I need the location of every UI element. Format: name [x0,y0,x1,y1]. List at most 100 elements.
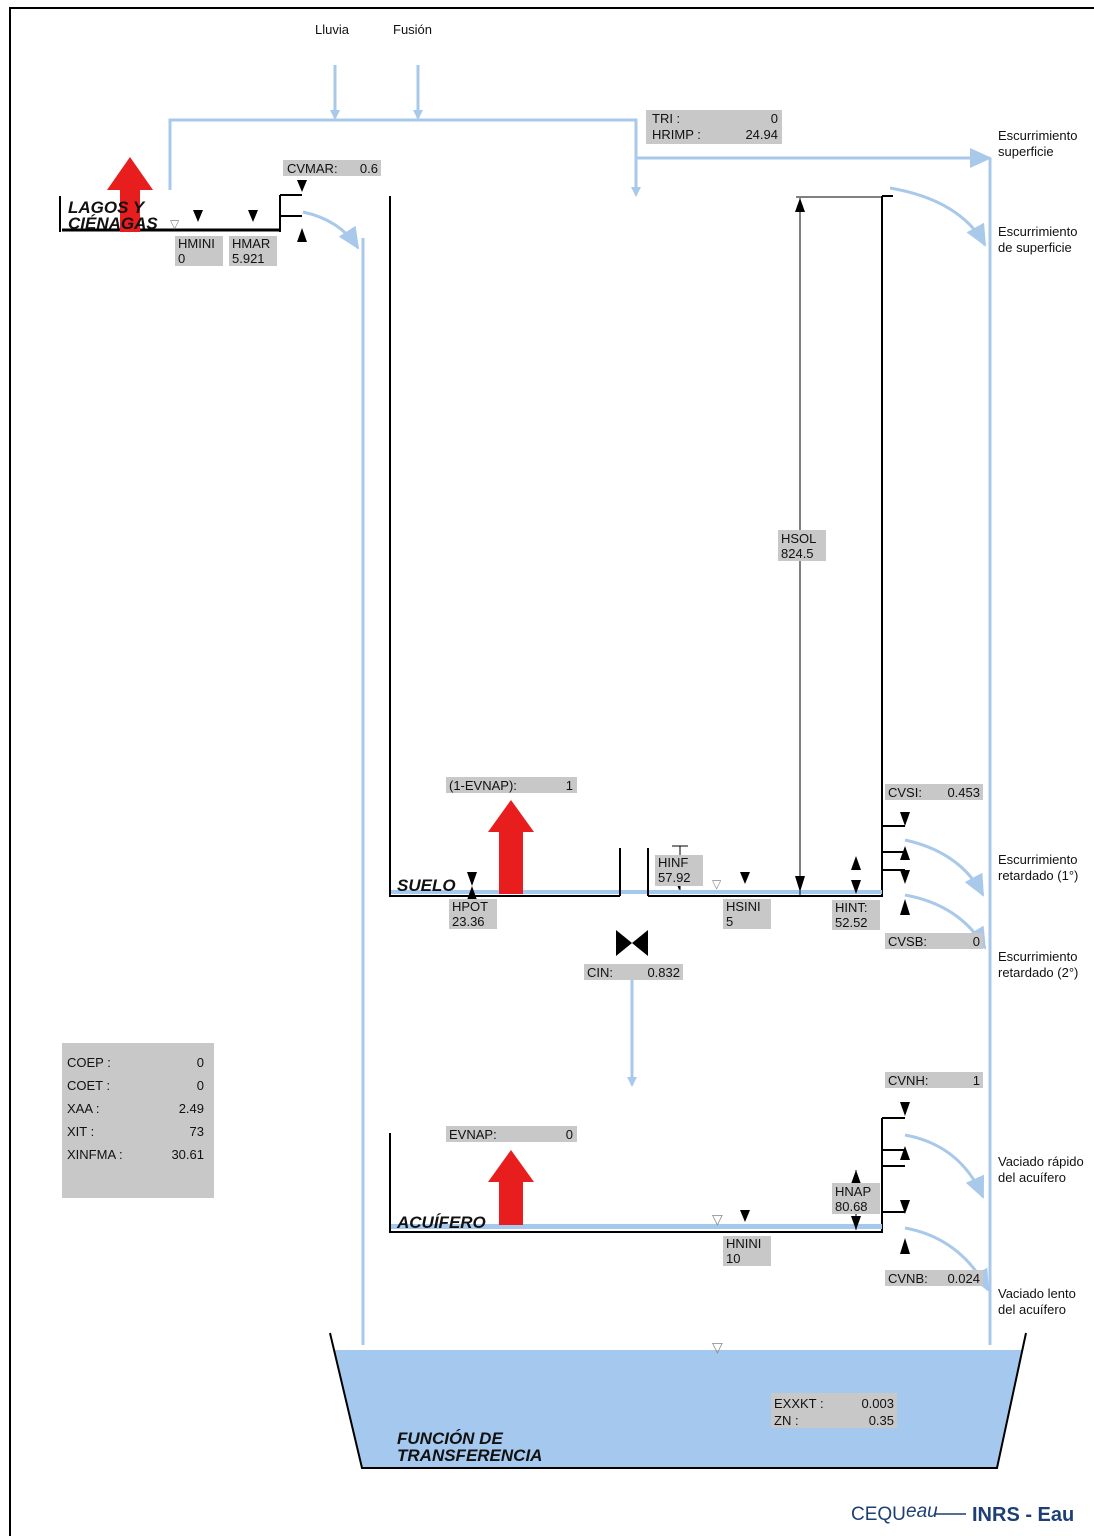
transfer-label-2: TRANSFERENCIA [397,1446,542,1465]
coef-label: XIT : [67,1124,94,1139]
cequeau-logo: CEQU eau INRS - Eau [851,1501,1074,1526]
svg-text:HINF: HINF [658,855,688,870]
svg-text:57.92: 57.92 [658,870,691,885]
out-delayed-1-a: Escurrimiento [998,852,1077,867]
svg-text:1: 1 [973,1073,980,1088]
svg-text:80.68: 80.68 [835,1199,868,1214]
svg-text:0.003: 0.003 [861,1396,894,1411]
out-delayed-2-b: retardado (2°) [998,965,1078,980]
hsol-box: HSOL 824.5 [778,530,826,561]
coef-value: 0 [197,1055,204,1070]
cin-valve [616,930,648,956]
lakes-label-1: LAGOS Y [68,198,146,217]
svg-text:CVMAR:: CVMAR: [287,161,338,176]
svg-text:HRIMP :: HRIMP : [652,127,701,142]
out-fast-aq-a: Vaciado rápido [998,1154,1084,1169]
svg-text:0.024: 0.024 [947,1271,980,1286]
svg-text:EVNAP:: EVNAP: [449,1127,497,1142]
svg-text:1: 1 [566,778,573,793]
svg-text:0: 0 [973,934,980,949]
cvmar-box: CVMAR: 0.6 [283,160,381,176]
out-slow-aq-a: Vaciado lento [998,1286,1076,1301]
svg-text:0: 0 [771,111,778,126]
svg-text:HINT:: HINT: [835,900,868,915]
out-surface-1-a: Escurrimiento [998,128,1077,143]
hmini-box: HMINI 0 [175,236,223,266]
exxkt-zn-box: EXXKT : 0.003 ZN : 0.35 [771,1393,897,1428]
svg-text:CEQU: CEQU [851,1504,906,1525]
out-surface-1-b: superficie [998,144,1054,159]
out-surface-2-a: Escurrimiento [998,224,1077,239]
svg-text:TRI :: TRI : [652,111,680,126]
hpot-box: HPOT 23.36 [449,899,497,929]
cin-box: CIN: 0.832 [584,964,683,980]
hmar-box: HMAR 5.921 [229,236,277,266]
svg-text:HMAR: HMAR [232,236,270,251]
svg-text:HNAP: HNAP [835,1184,871,1199]
svg-text:▽: ▽ [712,1211,723,1227]
coef-label: COET : [67,1078,110,1093]
input-flows [168,65,992,1345]
svg-text:▽: ▽ [712,877,722,891]
coef-value: 30.61 [171,1147,204,1162]
svg-text:0.6: 0.6 [360,161,378,176]
output-labels: Escurrimiento superficie Escurrimiento d… [998,128,1084,1317]
svg-text:CVSI:: CVSI: [888,785,922,800]
cvsb-box: CVSB: 0 [885,933,983,949]
svg-text:HSINI: HSINI [726,899,761,914]
hint-box: HINT: 52.52 [832,900,880,930]
coef-value: 0 [197,1078,204,1093]
svg-text:INRS - Eau: INRS - Eau [972,1504,1074,1526]
soil-reservoir: SUELO ▽ [389,195,910,956]
svg-text:824.5: 824.5 [781,546,814,561]
svg-text:▽: ▽ [170,217,180,231]
cvsi-box: CVSI: 0.453 [885,784,983,800]
svg-text:24.94: 24.94 [745,127,778,142]
rain-label: Lluvia [315,22,350,37]
coef-value: 73 [190,1124,204,1139]
hnini-box: HNINI 10 [723,1236,771,1266]
coef-label: XAA : [67,1101,100,1116]
out-fast-aq-b: del acuífero [998,1170,1066,1185]
svg-text:HMINI: HMINI [178,236,215,251]
aquifer-evap-arrow [499,1180,523,1225]
svg-text:CVNH:: CVNH: [888,1073,928,1088]
svg-text:0: 0 [178,251,185,266]
svg-text:5.921: 5.921 [232,251,265,266]
out-delayed-1-b: retardado (1°) [998,868,1078,883]
soil-evap-arrow [499,830,523,894]
transfer-label-1: FUNCIÓN DE [397,1429,503,1448]
svg-text:(1-EVNAP):: (1-EVNAP): [449,778,517,793]
transfer-tank: ▽ FUNCIÓN DE TRANSFERENCIA [329,1332,1027,1469]
hinf-box: HINF 57.92 [655,855,703,886]
svg-text:CVNB:: CVNB: [888,1271,928,1286]
svg-text:10: 10 [726,1251,740,1266]
coef-label: COEP : [67,1055,111,1070]
coef-label: XINFMA : [67,1147,123,1162]
soil-label: SUELO [397,876,456,895]
coef-value: 2.49 [179,1101,204,1116]
cvnh-box: CVNH: 1 [885,1072,983,1088]
svg-text:EXXKT :: EXXKT : [774,1396,824,1411]
svg-text:HPOT: HPOT [452,899,488,914]
lakes-reservoir: LAGOS Y CIÉNAGAS ▽ [59,157,307,255]
svg-text:0: 0 [566,1127,573,1142]
svg-text:CVSB:: CVSB: [888,934,927,949]
evnap-box: EVNAP: 0 [446,1126,577,1142]
hnap-box: HNAP 80.68 [832,1183,880,1214]
tri-hrimp-box: TRI : 0 HRIMP : 24.94 [646,110,782,144]
melt-label: Fusión [393,22,432,37]
cvnb-box: CVNB: 0.024 [885,1270,983,1286]
svg-text:HNINI: HNINI [726,1236,761,1251]
svg-text:23.36: 23.36 [452,914,485,929]
out-surface-2-b: de superficie [998,240,1072,255]
svg-text:ZN :: ZN : [774,1413,799,1428]
page-border [9,7,1094,1536]
evnap1-box: (1-EVNAP): 1 [446,777,577,793]
hsini-box: HSINI 5 [723,899,771,929]
lakes-label-2: CIÉNAGAS [68,214,158,233]
out-delayed-2-a: Escurrimiento [998,949,1077,964]
svg-text:eau: eau [906,1501,938,1522]
